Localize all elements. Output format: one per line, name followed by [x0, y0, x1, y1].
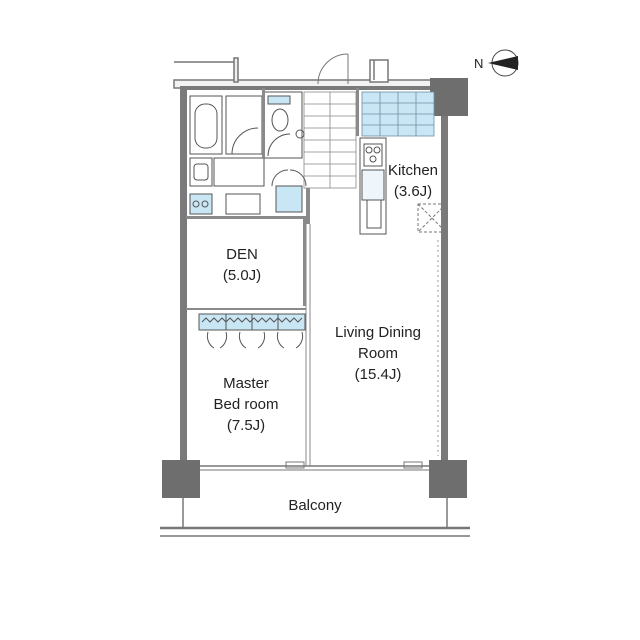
washbasin: [189, 169, 307, 215]
kitchen-size: (3.6J): [393, 183, 433, 200]
master-line1: Master: [223, 375, 269, 392]
toilet-room: [263, 91, 305, 159]
master-size: (7.5J): [226, 417, 266, 434]
structural-columns: [162, 78, 468, 498]
top-ledge: [173, 57, 449, 89]
fridge-space: [417, 203, 447, 233]
living-size: (15.4J): [354, 366, 402, 383]
living-line2: Room: [357, 345, 398, 362]
closet: [186, 308, 306, 349]
living-dining-label: Living Dining Room (15.4J): [316, 322, 440, 385]
kitchen-name: Kitchen: [387, 162, 439, 179]
compass-arrow-icon: [488, 49, 519, 77]
den-name: DEN: [226, 246, 258, 263]
balcony-label: Balcony: [288, 497, 342, 514]
entrance-hall: [303, 91, 357, 189]
den-label: DEN (5.0J): [212, 244, 272, 286]
master-line2: Bed room: [213, 396, 279, 413]
kitchen-label: Kitchen (3.6J): [386, 160, 440, 202]
living-line1: Living Dining: [335, 324, 421, 341]
bathroom: [189, 95, 265, 187]
interior-walls: [186, 88, 359, 306]
master-bedroom-label: Master Bed room (7.5J): [198, 373, 294, 436]
kitchen-counter: [359, 137, 387, 235]
compass-north-label: N: [474, 56, 484, 71]
window-sashes: [200, 461, 429, 471]
bedroom-partition: [305, 224, 311, 466]
balcony-area: [160, 465, 470, 537]
kitchen-tiles: [361, 91, 435, 137]
outer-walls: [180, 86, 448, 464]
den-size: (5.0J): [222, 267, 262, 284]
entrance-door: [317, 53, 349, 85]
